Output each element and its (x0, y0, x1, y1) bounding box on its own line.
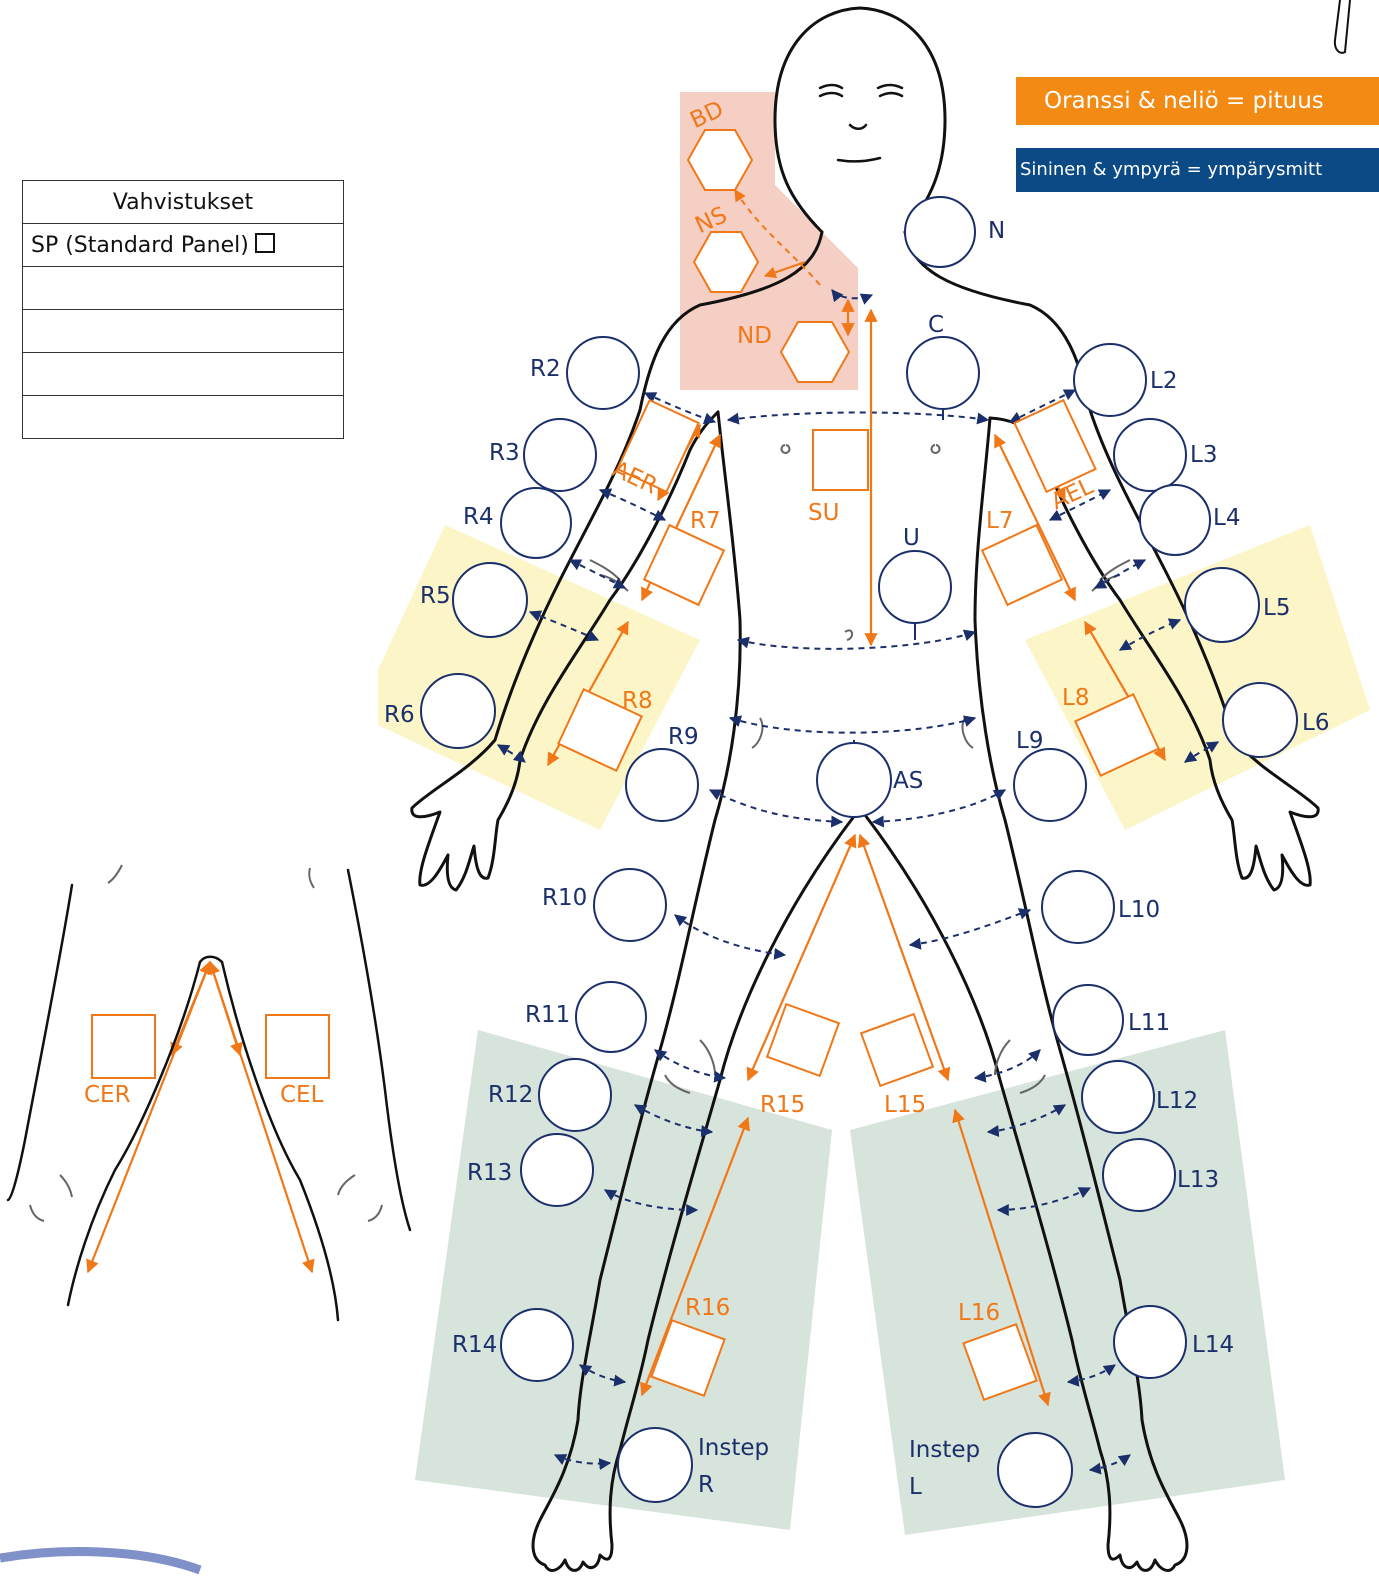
circle-R2 (567, 337, 639, 409)
circle-L11 (1053, 985, 1123, 1055)
table-row-empty (23, 353, 344, 396)
circle-R14 (501, 1309, 573, 1381)
label-L3: L3 (1190, 442, 1217, 468)
label-R7: R7 (690, 508, 721, 534)
circle-L6 (1223, 683, 1297, 757)
circle-R10 (594, 869, 666, 941)
label-R10: R10 (542, 885, 587, 911)
label-L4: L4 (1213, 505, 1240, 531)
circle-AS (817, 743, 891, 817)
circle-L3 (1114, 419, 1186, 491)
legend-length: Oranssi & neliö = pituus (1016, 77, 1379, 125)
table-row-empty (23, 310, 344, 353)
label-R6: R6 (384, 702, 415, 728)
label-R16: R16 (685, 1295, 730, 1321)
circle-instep-L (998, 1433, 1072, 1507)
label-N: N (988, 218, 1005, 244)
square-CEL (266, 1015, 329, 1078)
table-row-standard-panel: SP (Standard Panel) (23, 224, 344, 267)
label-L2: L2 (1150, 368, 1177, 394)
label-instep-l-2: L (909, 1474, 922, 1500)
square-L7 (982, 525, 1062, 605)
circle-R6 (421, 674, 495, 748)
circle-L2 (1074, 344, 1146, 416)
label-R4: R4 (463, 504, 494, 530)
label-L11: L11 (1128, 1010, 1170, 1036)
label-R5: R5 (420, 583, 451, 609)
facial-features (820, 85, 902, 161)
standard-panel-checkbox[interactable] (255, 233, 275, 253)
circle-L10 (1042, 871, 1114, 943)
label-CEL: CEL (280, 1082, 324, 1108)
label-R3: R3 (489, 440, 520, 466)
circle-R5 (453, 563, 527, 637)
circle-R9 (626, 749, 698, 821)
label-R15: R15 (760, 1092, 805, 1118)
label-instep-l-1: Instep (909, 1437, 980, 1463)
label-R2: R2 (530, 356, 561, 382)
label-R8: R8 (622, 688, 653, 714)
label-R9: R9 (668, 724, 699, 750)
circle-C (907, 337, 979, 409)
confirmations-table: Vahvistukset SP (Standard Panel) (22, 180, 344, 439)
label-L10: L10 (1118, 897, 1160, 923)
corner-arc-bottom (0, 1552, 200, 1570)
table-row-empty (23, 267, 344, 310)
label-instep-r-1: Instep (698, 1435, 769, 1461)
circle-L5 (1185, 568, 1259, 642)
label-L7: L7 (986, 508, 1013, 534)
circle-R12 (539, 1059, 611, 1131)
square-CER (92, 1015, 155, 1078)
label-L6: L6 (1302, 710, 1329, 736)
label-R11: R11 (525, 1002, 570, 1028)
corner-shape-top (1335, 0, 1350, 53)
label-R13: R13 (467, 1160, 512, 1186)
square-L15 (861, 1014, 933, 1086)
inset-crotch-outline (8, 870, 410, 1320)
label-SU: SU (808, 500, 839, 526)
label-C: C (928, 312, 944, 338)
label-R12: R12 (488, 1082, 533, 1108)
label-L9: L9 (1016, 728, 1043, 754)
circle-L4 (1140, 485, 1210, 555)
table-header: Vahvistukset (23, 181, 344, 224)
circle-instep-R (618, 1428, 692, 1502)
label-U: U (903, 525, 920, 551)
circle-L13 (1103, 1139, 1175, 1211)
legend-circumference: Sininen & ympyrä = ympärysmitt (1016, 148, 1379, 192)
square-R7 (644, 525, 724, 605)
label-R14: R14 (452, 1332, 497, 1358)
square-SU (813, 430, 868, 490)
circle-N (905, 197, 975, 267)
label-AS: AS (893, 768, 923, 794)
table-row-empty (23, 396, 344, 439)
standard-panel-label: SP (Standard Panel) (31, 233, 249, 258)
label-L15: L15 (884, 1092, 926, 1118)
label-L16: L16 (958, 1300, 1000, 1326)
label-CER: CER (84, 1082, 131, 1108)
circle-R13 (521, 1134, 593, 1206)
label-ND: ND (737, 323, 772, 349)
circle-R11 (576, 982, 646, 1052)
circle-U (879, 551, 951, 623)
label-L13: L13 (1177, 1167, 1219, 1193)
label-L8: L8 (1062, 685, 1089, 711)
label-instep-r-2: R (698, 1472, 714, 1498)
square-R15 (767, 1004, 839, 1076)
circle-R3 (524, 419, 596, 491)
circle-R4 (501, 488, 571, 558)
label-L14: L14 (1192, 1332, 1234, 1358)
circle-L12 (1082, 1061, 1154, 1133)
label-L5: L5 (1263, 595, 1290, 621)
circle-L14 (1114, 1306, 1186, 1378)
label-L12: L12 (1156, 1088, 1198, 1114)
circle-L9 (1014, 749, 1086, 821)
